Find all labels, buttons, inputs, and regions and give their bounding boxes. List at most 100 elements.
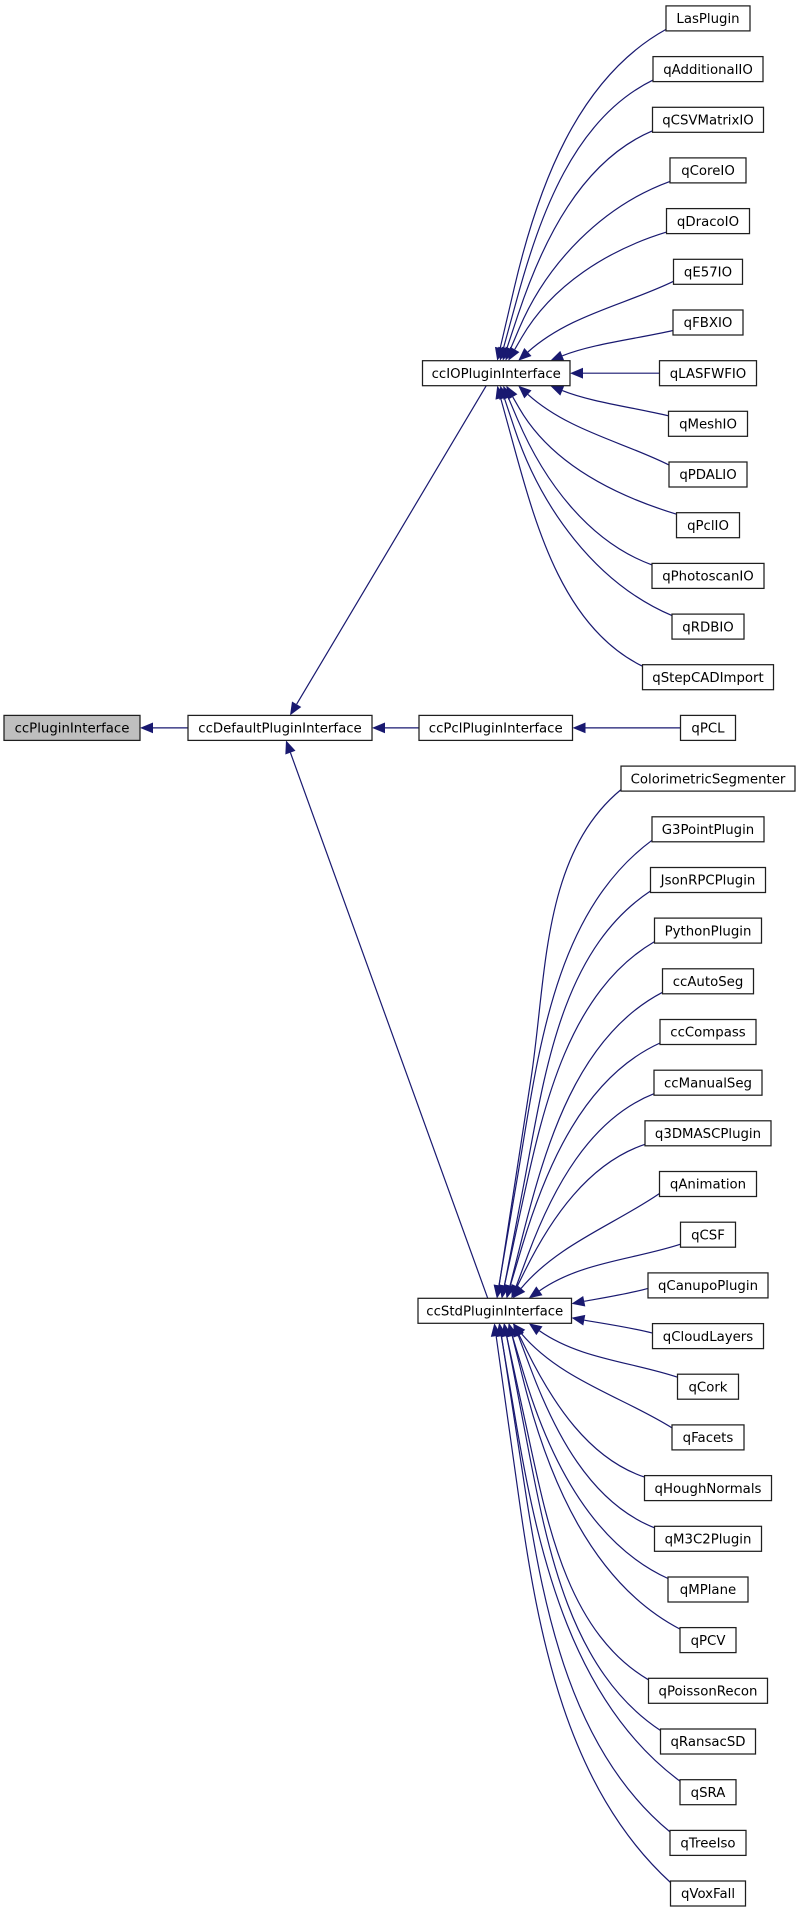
node-ccPluginInterface[interactable]: ccPluginInterface <box>3 714 141 742</box>
node-qCanupoPlugin[interactable]: qCanupoPlugin <box>647 1272 769 1299</box>
node-LasPlugin[interactable]: LasPlugin <box>665 5 751 32</box>
node-box-qHoughNormals[interactable] <box>643 1474 773 1502</box>
edge-JsonRPCPlugin-to-ccStdPluginInterface <box>503 890 651 1286</box>
node-qE57IO[interactable]: qE57IO <box>672 258 744 285</box>
node-box-qAdditionalIO[interactable] <box>652 55 764 83</box>
node-qDracoIO[interactable]: qDracoIO <box>665 207 751 235</box>
node-box-qFBXIO[interactable] <box>672 309 744 336</box>
arrowhead-ccIOPluginInterface-to-ccDefaultPluginInterface <box>290 701 302 716</box>
node-box-qCSVMatrixIO[interactable] <box>651 106 765 133</box>
node-G3PointPlugin[interactable]: G3PointPlugin <box>651 816 765 843</box>
node-label-qAnimation: qAnimation <box>670 1178 746 1193</box>
node-qVoxFall[interactable]: qVoxFall <box>669 1880 747 1907</box>
node-box-ccCompass[interactable] <box>659 1018 757 1046</box>
node-box-qStepCADImport[interactable] <box>641 664 775 691</box>
node-label-qCloudLayers: qCloudLayers <box>663 1330 753 1345</box>
edge-q3DMASCPlugin-to-ccStdPluginInterface <box>516 1143 646 1287</box>
node-box-qPclIO[interactable] <box>675 512 741 539</box>
node-box-LasPlugin[interactable] <box>665 5 751 32</box>
node-box-qCanupoPlugin[interactable] <box>647 1272 769 1299</box>
node-box-ccStdPluginInterface[interactable] <box>417 1297 573 1324</box>
node-qCSVMatrixIO[interactable]: qCSVMatrixIO <box>651 106 765 133</box>
edge-qStepCADImport-to-ccIOPluginInterface <box>500 398 643 667</box>
node-box-ccDefaultPluginInterface[interactable] <box>187 714 373 742</box>
node-qPclIO[interactable]: qPclIO <box>675 512 741 539</box>
edge-qPCV-to-ccStdPluginInterface <box>511 1335 681 1630</box>
node-qHoughNormals[interactable]: qHoughNormals <box>643 1474 773 1502</box>
node-JsonRPCPlugin[interactable]: JsonRPCPlugin <box>649 866 767 894</box>
node-box-qMPlane[interactable] <box>667 1576 749 1603</box>
node-qFacets[interactable]: qFacets <box>671 1424 745 1451</box>
node-box-qPCL[interactable] <box>679 714 737 742</box>
node-ColorimetricSegmenter[interactable]: ColorimetricSegmenter <box>620 765 796 792</box>
node-qFBXIO[interactable]: qFBXIO <box>672 309 744 336</box>
node-qCloudLayers[interactable]: qCloudLayers <box>651 1322 765 1350</box>
node-qCoreIO[interactable]: qCoreIO <box>669 157 747 184</box>
node-qPCV[interactable]: qPCV <box>679 1626 737 1654</box>
node-box-qCork[interactable] <box>676 1373 740 1400</box>
node-box-qCSF[interactable] <box>679 1221 737 1248</box>
edge-qPclIO-to-ccIOPluginInterface <box>512 396 677 515</box>
node-PythonPlugin[interactable]: PythonPlugin <box>653 917 763 944</box>
node-qRDBIO[interactable]: qRDBIO <box>671 613 745 640</box>
node-ccIOPluginInterface[interactable]: ccIOPluginInterface <box>421 360 571 387</box>
node-qLASFWFIO[interactable]: qLASFWFIO <box>658 360 758 387</box>
node-box-G3PointPlugin[interactable] <box>651 816 765 843</box>
node-qMeshIO[interactable]: qMeshIO <box>667 410 749 437</box>
node-qRansacSD[interactable]: qRansacSD <box>659 1728 757 1755</box>
node-qPCL[interactable]: qPCL <box>679 714 737 742</box>
node-ccDefaultPluginInterface[interactable]: ccDefaultPluginInterface <box>187 714 373 742</box>
node-box-qPCV[interactable] <box>679 1626 737 1654</box>
node-box-qRDBIO[interactable] <box>671 613 745 640</box>
node-box-qVoxFall[interactable] <box>669 1880 747 1907</box>
node-box-qSRA[interactable] <box>679 1779 737 1806</box>
node-qCork[interactable]: qCork <box>676 1373 740 1400</box>
node-qAnimation[interactable]: qAnimation <box>658 1170 758 1198</box>
node-box-PythonPlugin[interactable] <box>653 917 763 944</box>
edge-qFBXIO-to-ccIOPluginInterface <box>562 329 674 357</box>
node-box-qLASFWFIO[interactable] <box>658 360 758 387</box>
node-q3DMASCPlugin[interactable]: q3DMASCPlugin <box>644 1120 772 1147</box>
node-ccAutoSeg[interactable]: ccAutoSeg <box>661 968 755 995</box>
node-box-qE57IO[interactable] <box>672 258 744 285</box>
node-box-q3DMASCPlugin[interactable] <box>644 1120 772 1147</box>
node-qPhotoscanIO[interactable]: qPhotoscanIO <box>651 562 765 590</box>
node-box-qAnimation[interactable] <box>658 1170 758 1198</box>
node-qPDALIO[interactable]: qPDALIO <box>668 461 748 488</box>
node-box-qDracoIO[interactable] <box>665 207 751 235</box>
node-box-ccPclPluginInterface[interactable] <box>418 714 574 742</box>
node-ccPclPluginInterface[interactable]: ccPclPluginInterface <box>418 714 574 742</box>
arrowhead-qDracoIO-to-ccIOPluginInterface <box>508 346 520 361</box>
node-box-qM3C2Plugin[interactable] <box>653 1525 763 1552</box>
node-box-qCloudLayers[interactable] <box>651 1322 765 1350</box>
node-qSRA[interactable]: qSRA <box>679 1779 737 1806</box>
node-box-qCoreIO[interactable] <box>669 157 747 184</box>
node-label-G3PointPlugin: G3PointPlugin <box>662 823 754 838</box>
node-qCSF[interactable]: qCSF <box>679 1221 737 1248</box>
node-box-qTreeIso[interactable] <box>669 1829 747 1857</box>
node-label-qCSF: qCSF <box>691 1228 725 1243</box>
node-box-ccAutoSeg[interactable] <box>661 968 755 995</box>
node-ccManualSeg[interactable]: ccManualSeg <box>653 1069 763 1096</box>
node-box-qPhotoscanIO[interactable] <box>651 562 765 590</box>
arrowhead-qCloudLayers-to-ccStdPluginInterface <box>571 1314 586 1326</box>
node-box-qPDALIO[interactable] <box>668 461 748 488</box>
node-label-ccIOPluginInterface: ccIOPluginInterface <box>432 367 561 382</box>
node-qM3C2Plugin[interactable]: qM3C2Plugin <box>653 1525 763 1552</box>
node-box-ccIOPluginInterface[interactable] <box>421 360 571 387</box>
node-qAdditionalIO[interactable]: qAdditionalIO <box>652 55 764 83</box>
node-qMPlane[interactable]: qMPlane <box>667 1576 749 1603</box>
node-box-JsonRPCPlugin[interactable] <box>649 866 767 894</box>
node-ccCompass[interactable]: ccCompass <box>659 1018 757 1046</box>
node-box-ccPluginInterface[interactable] <box>3 714 141 742</box>
node-qStepCADImport[interactable]: qStepCADImport <box>641 664 775 691</box>
node-qPoissonRecon[interactable]: qPoissonRecon <box>647 1677 769 1704</box>
node-box-qPoissonRecon[interactable] <box>647 1677 769 1704</box>
node-box-qRansacSD[interactable] <box>659 1728 757 1755</box>
node-ccStdPluginInterface[interactable]: ccStdPluginInterface <box>417 1297 573 1324</box>
node-box-ColorimetricSegmenter[interactable] <box>620 765 796 792</box>
node-box-qMeshIO[interactable] <box>667 410 749 437</box>
node-qTreeIso[interactable]: qTreeIso <box>669 1829 747 1857</box>
node-box-qFacets[interactable] <box>671 1424 745 1451</box>
node-box-ccManualSeg[interactable] <box>653 1069 763 1096</box>
